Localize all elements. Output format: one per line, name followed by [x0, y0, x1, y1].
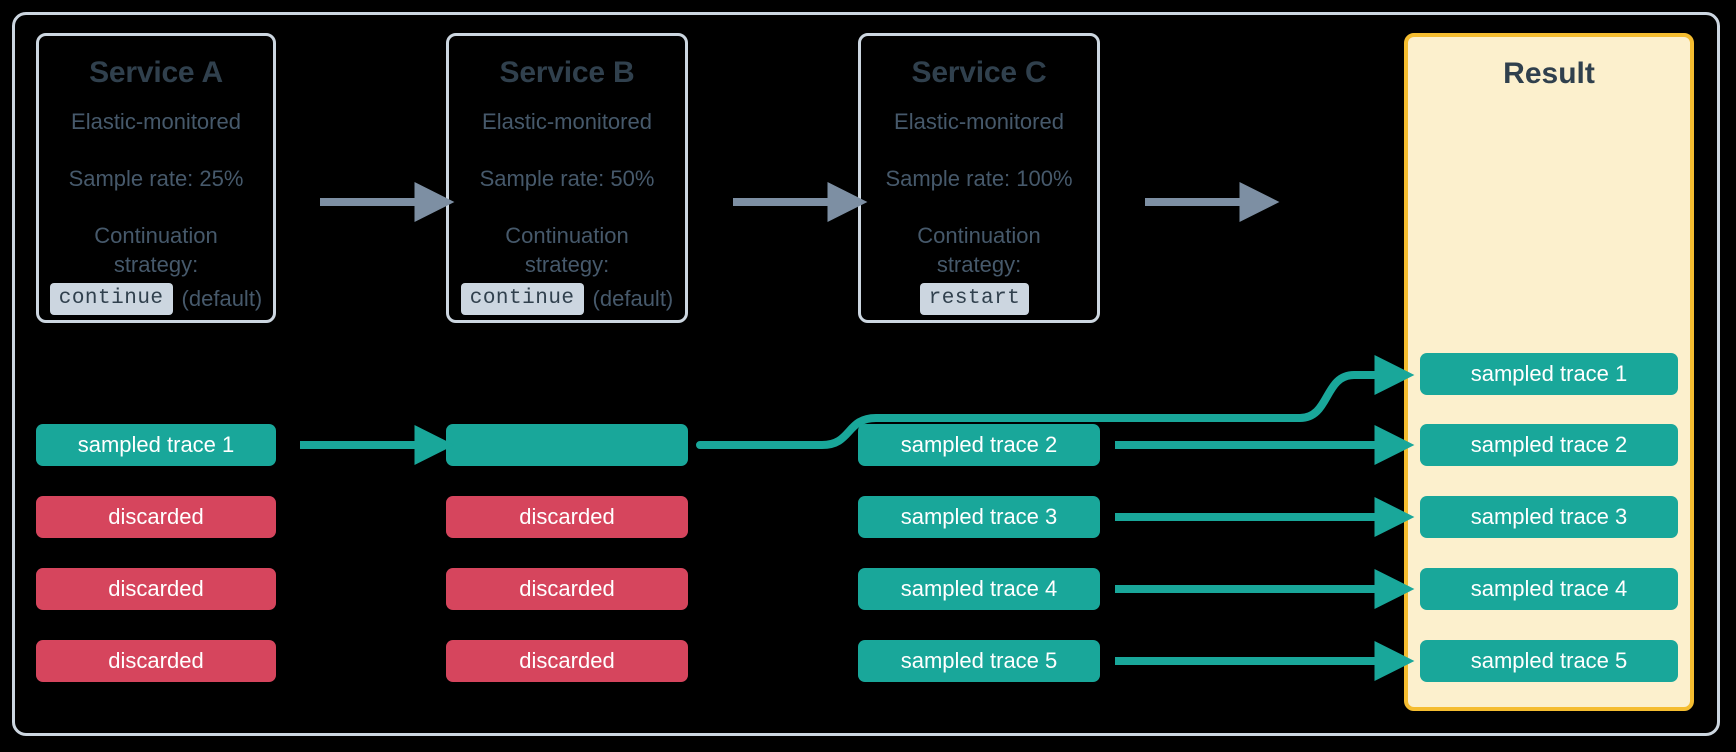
result-trace-pill-5: sampled trace 5: [1420, 640, 1678, 682]
service-c-sample-rate: Sample rate: 100%: [885, 166, 1073, 191]
service-c-strategy-label-line2: strategy:: [936, 251, 1022, 277]
trace-pill-b-4: discarded: [446, 640, 688, 682]
service-a-strategy-value: continue: [49, 282, 173, 315]
service-c-strategy-row: restart: [861, 282, 1097, 315]
service-b-strategy-label: Continuation strategy:: [449, 221, 685, 279]
service-a-title: Service A: [89, 56, 223, 89]
result-trace-pill-2-label: sampled trace 2: [1470, 432, 1628, 457]
trace-pill-c-2: sampled trace 3: [858, 496, 1100, 538]
trace-pill-a-4-label: discarded: [108, 648, 204, 673]
result-trace-pill-4-label: sampled trace 4: [1470, 576, 1628, 601]
result-trace-pill-3: sampled trace 3: [1420, 496, 1678, 538]
service-c-strategy-label-line1: Continuation: [917, 222, 1041, 248]
trace-pill-c-1-label: sampled trace 2: [900, 432, 1058, 457]
service-b-sample-rate: Sample rate: 50%: [479, 166, 655, 191]
service-b-title: Service B: [499, 56, 635, 89]
trace-pill-b-4-label: discarded: [519, 648, 615, 673]
trace-pill-c-3-label: sampled trace 4: [900, 576, 1058, 601]
service-a-subtitle: Elastic-monitored: [71, 108, 241, 134]
trace-pill-b-2: discarded: [446, 496, 688, 538]
service-a-strategy-row: continue (default): [39, 282, 273, 315]
trace-pill-a-1: sampled trace 1: [36, 424, 276, 466]
trace-pill-a-1-label: sampled trace 1: [77, 432, 235, 457]
result-trace-pill-1: sampled trace 1: [1420, 353, 1678, 395]
result-trace-pill-4: sampled trace 4: [1420, 568, 1678, 610]
trace-pill-c-2-label: sampled trace 3: [900, 504, 1058, 529]
service-c-strategy-label: Continuation strategy:: [861, 221, 1097, 279]
service-a-strategy-label-line1: Continuation: [94, 222, 218, 248]
trace-pill-b-3: discarded: [446, 568, 688, 610]
service-box-a: Service A Elastic-monitored Sample rate:…: [36, 33, 276, 323]
service-b-strategy-label-line2: strategy:: [524, 251, 610, 277]
result-title: Result: [1503, 57, 1595, 90]
trace-pill-a-4: discarded: [36, 640, 276, 682]
result-trace-pill-5-label: sampled trace 5: [1470, 648, 1628, 673]
service-a-sample-rate: Sample rate: 25%: [68, 166, 244, 191]
trace-pill-a-3: discarded: [36, 568, 276, 610]
trace-pill-b-3-label: discarded: [519, 576, 615, 601]
diagram-outer-frame: [12, 12, 1720, 736]
trace-pill-c-3: sampled trace 4: [858, 568, 1100, 610]
service-box-b: Service B Elastic-monitored Sample rate:…: [446, 33, 688, 323]
trace-pill-a-3-label: discarded: [108, 576, 204, 601]
service-box-c: Service C Elastic-monitored Sample rate:…: [858, 33, 1100, 323]
trace-pill-a-2: discarded: [36, 496, 276, 538]
service-a-strategy-label: Continuation strategy:: [39, 221, 273, 279]
result-trace-pill-3-label: sampled trace 3: [1470, 504, 1628, 529]
service-b-strategy-note: (default): [592, 285, 674, 311]
service-b-subtitle: Elastic-monitored: [482, 108, 652, 134]
service-c-title: Service C: [911, 56, 1047, 89]
trace-pill-c-4: sampled trace 5: [858, 640, 1100, 682]
result-trace-pill-2: sampled trace 2: [1420, 424, 1678, 466]
trace-pill-b-1: [446, 424, 688, 466]
service-b-strategy-row: continue (default): [449, 282, 685, 315]
service-c-strategy-value: restart: [919, 282, 1030, 315]
trace-pill-c-4-label: sampled trace 5: [900, 648, 1058, 673]
service-a-strategy-note: (default): [181, 285, 263, 311]
service-a-strategy-label-line2: strategy:: [113, 251, 199, 277]
trace-pill-b-2-label: discarded: [519, 504, 615, 529]
service-b-strategy-label-line1: Continuation: [505, 222, 629, 248]
service-c-subtitle: Elastic-monitored: [894, 108, 1064, 134]
trace-pill-c-1: sampled trace 2: [858, 424, 1100, 466]
result-trace-pill-1-label: sampled trace 1: [1470, 361, 1628, 386]
service-b-strategy-value: continue: [460, 282, 584, 315]
trace-pill-a-2-label: discarded: [108, 504, 204, 529]
